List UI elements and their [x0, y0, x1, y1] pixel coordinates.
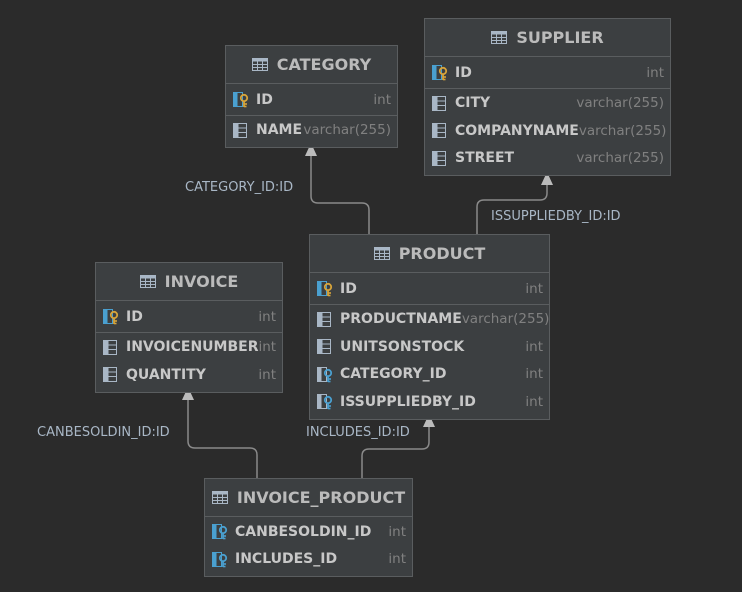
- column-name: CANBESOLDIN_ID: [235, 523, 372, 540]
- column-name: ID: [126, 308, 143, 325]
- column-type: int: [525, 338, 543, 355]
- column-type: varchar(255): [576, 95, 664, 112]
- column-type: varchar(255): [578, 122, 667, 139]
- column-icon: [102, 339, 126, 356]
- column-type: int: [258, 308, 276, 325]
- column-icon: [431, 95, 455, 112]
- column-row-id[interactable]: ID int: [310, 275, 549, 303]
- column-name: ID: [340, 280, 357, 297]
- edge-canbesoldin-id[interactable]: [187, 396, 258, 478]
- column-icon: [232, 122, 256, 139]
- column-row-id[interactable]: ID int: [425, 59, 670, 87]
- column-icon: [431, 150, 455, 167]
- primary-key-icon: [232, 91, 256, 108]
- column-row-unitsonstock[interactable]: UNITSONSTOCK int: [310, 333, 549, 361]
- column-row-category-id[interactable]: CATEGORY_ID int: [310, 361, 549, 389]
- column-name: UNITSONSTOCK: [340, 338, 465, 355]
- table-title: INVOICE_PRODUCT: [236, 488, 406, 507]
- column-type: int: [388, 523, 406, 540]
- column-type: int: [258, 366, 276, 383]
- column-row-street[interactable]: STREET varchar(255): [425, 145, 670, 173]
- column-icon: [102, 366, 126, 383]
- column-name: INCLUDES_ID: [235, 551, 338, 568]
- column-icon: [316, 338, 340, 355]
- column-row-canbesoldin-id[interactable]: CANBESOLDIN_ID int: [205, 518, 412, 546]
- column-type: varchar(255): [576, 150, 664, 167]
- table-icon: [373, 247, 390, 260]
- column-name: ID: [455, 64, 472, 81]
- table-icon: [491, 31, 508, 44]
- column-name: STREET: [455, 150, 515, 167]
- column-row-issuppliedby-id[interactable]: ISSUPPLIEDBY_ID int: [310, 388, 549, 416]
- primary-foreign-key-icon: [211, 551, 235, 568]
- column-row-id[interactable]: ID int: [96, 303, 282, 331]
- edge-category-id[interactable]: [310, 152, 370, 234]
- table-title: INVOICE: [164, 272, 239, 291]
- column-type: int: [646, 64, 664, 81]
- table-icon: [211, 491, 228, 504]
- column-type: int: [388, 551, 406, 568]
- table-header[interactable]: INVOICE_PRODUCT: [205, 479, 412, 517]
- column-type: varchar(255): [461, 311, 550, 328]
- table-header[interactable]: SUPPLIER: [425, 19, 670, 57]
- table-icon: [139, 275, 156, 288]
- table-header[interactable]: CATEGORY: [226, 46, 397, 84]
- arrowhead-category: [305, 143, 317, 156]
- table-title: PRODUCT: [398, 244, 486, 263]
- primary-key-icon: [316, 280, 340, 297]
- column-name: ISSUPPLIEDBY_ID: [340, 393, 476, 410]
- column-name: ID: [256, 91, 273, 108]
- edge-issuppliedby-id[interactable]: [476, 181, 548, 234]
- column-name: CITY: [455, 95, 491, 112]
- column-type: varchar(255): [303, 122, 391, 139]
- primary-key-icon: [431, 64, 455, 81]
- column-type: int: [525, 366, 543, 383]
- column-type: int: [258, 339, 277, 356]
- column-icon: [316, 311, 340, 328]
- table-header[interactable]: PRODUCT: [310, 235, 549, 273]
- table-title: SUPPLIER: [516, 28, 604, 47]
- column-row-includes-id[interactable]: INCLUDES_ID int: [205, 546, 412, 574]
- column-name: NAME: [256, 122, 303, 139]
- arrowhead-invoice: [182, 387, 194, 400]
- column-type: int: [373, 91, 391, 108]
- column-row-id[interactable]: ID int: [226, 86, 397, 114]
- primary-foreign-key-icon: [211, 523, 235, 540]
- relation-label-includes-id: INCLUDES_ID:ID: [306, 425, 410, 440]
- table-title: CATEGORY: [276, 55, 372, 74]
- column-type: int: [525, 393, 543, 410]
- relation-label-issuppliedby-id: ISSUPPLIEDBY_ID:ID: [491, 209, 621, 224]
- column-icon: [431, 122, 455, 139]
- relation-label-category-id: CATEGORY_ID:ID: [185, 180, 294, 195]
- column-row-quantity[interactable]: QUANTITY int: [96, 361, 282, 389]
- column-name: QUANTITY: [126, 366, 206, 383]
- column-name: CATEGORY_ID: [340, 366, 447, 383]
- column-name: INVOICENUMBER: [126, 339, 259, 356]
- table-icon: [251, 58, 268, 71]
- primary-key-icon: [102, 308, 126, 325]
- column-row-city[interactable]: CITY varchar(255): [425, 90, 670, 118]
- table-header[interactable]: INVOICE: [96, 263, 282, 301]
- column-name: COMPANYNAME: [455, 122, 579, 139]
- relation-label-canbesoldin-id: CANBESOLDIN_ID:ID: [37, 425, 170, 440]
- arrowhead-product: [423, 414, 435, 427]
- foreign-key-icon: [316, 393, 340, 410]
- column-type: int: [525, 280, 543, 297]
- foreign-key-icon: [316, 366, 340, 383]
- column-name: PRODUCTNAME: [340, 311, 462, 328]
- arrowhead-supplier: [541, 172, 553, 185]
- edge-includes-id[interactable]: [361, 423, 430, 478]
